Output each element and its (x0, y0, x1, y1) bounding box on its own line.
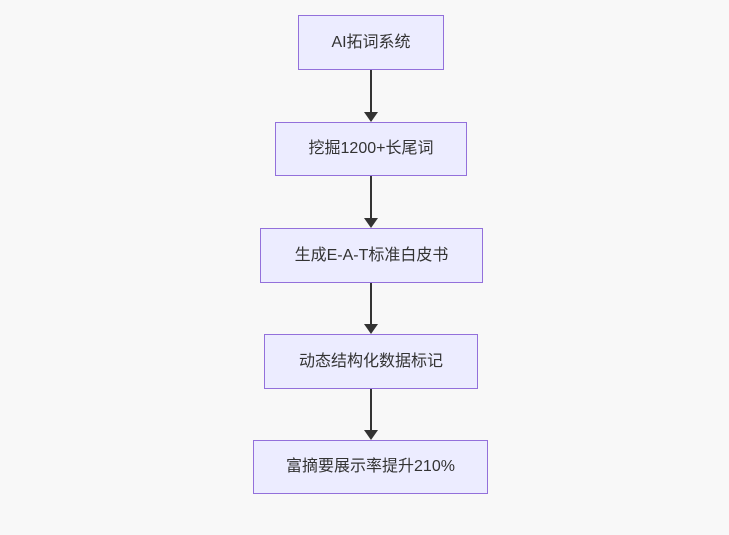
node-label: 挖掘1200+长尾词 (308, 140, 434, 158)
flowchart-edge-3 (364, 283, 378, 334)
flowchart-node-ai-keyword-system: AI拓词系统 (298, 15, 444, 70)
edge-line (370, 389, 372, 431)
arrowhead-down-icon (364, 218, 378, 228)
flowchart-node-rich-snippet-rate: 富摘要展示率提升210% (253, 440, 488, 494)
edge-line (370, 176, 372, 219)
arrowhead-down-icon (364, 112, 378, 122)
flowchart-edge-1 (364, 70, 378, 122)
edge-line (370, 70, 372, 113)
arrowhead-down-icon (364, 430, 378, 440)
flowchart-node-longtail-keywords: 挖掘1200+长尾词 (275, 122, 467, 176)
node-label: 生成E-A-T标准白皮书 (294, 246, 449, 264)
flowchart-edge-2 (364, 176, 378, 228)
node-label: AI拓词系统 (331, 33, 411, 51)
edge-line (370, 283, 372, 325)
flowchart-node-eat-whitepaper: 生成E-A-T标准白皮书 (260, 228, 483, 283)
flowchart-edge-4 (364, 389, 378, 440)
node-label: 动态结构化数据标记 (298, 352, 443, 370)
node-label: 富摘要展示率提升210% (286, 458, 455, 476)
arrowhead-down-icon (364, 324, 378, 334)
flowchart-node-structured-data-markup: 动态结构化数据标记 (264, 334, 478, 389)
